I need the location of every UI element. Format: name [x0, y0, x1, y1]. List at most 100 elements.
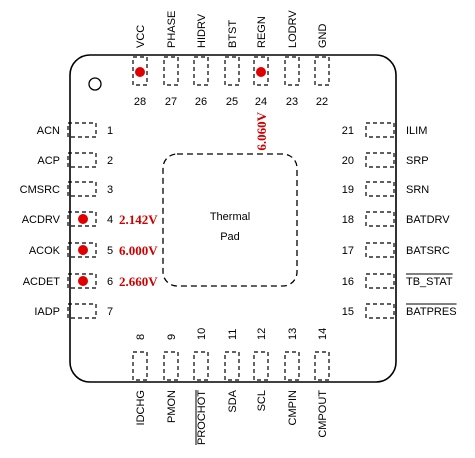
pin-28-number: 28: [134, 96, 146, 108]
thermal-pad-label-line1: Thermal: [210, 211, 250, 223]
pin-19-pad: [365, 181, 395, 197]
pin-24-pad: [253, 56, 269, 86]
pin-28-probe-dot: [135, 67, 145, 77]
pin-3-number: 3: [107, 184, 113, 196]
pin-5-number: 5: [107, 245, 113, 257]
pin-25-name-label: BTST: [227, 20, 239, 48]
pin-25-pad: [224, 56, 240, 86]
pin-21-pad: [365, 122, 395, 138]
pin-13-pad: [284, 351, 300, 381]
pin-1-number: 1: [107, 125, 113, 137]
pin-9-number: 9: [166, 334, 178, 340]
pin-13-name-label: CMPIN: [287, 390, 299, 426]
pin-2-pad: [67, 152, 97, 168]
pin-23-name-label: LODRV: [287, 10, 299, 48]
pin-17-name-label: BATSRC: [406, 245, 450, 257]
pin-3-pad: [67, 181, 97, 197]
pin-19-number: 19: [342, 184, 354, 196]
pin-18-number: 18: [342, 214, 354, 226]
pin-10-pad: [193, 351, 209, 381]
pin-19-name-label: SRN: [406, 184, 429, 196]
pin-9-name-label: PMON: [166, 390, 178, 423]
pin-27-number: 27: [165, 96, 177, 108]
pin-18-pad: [365, 211, 395, 227]
pin-1-name-label: ACN: [37, 125, 60, 137]
pin-17-number: 17: [342, 245, 354, 257]
pin-13-number: 13: [287, 328, 299, 340]
pin-2-number: 2: [107, 155, 113, 167]
pin-6-number: 6: [107, 276, 113, 288]
pin-26-number: 26: [195, 96, 207, 108]
pin-16-name-label: TB_STAT: [406, 276, 453, 288]
pin-8-pad: [132, 351, 148, 381]
pin-21-name-label: ILIM: [406, 125, 427, 137]
pin-28-name-label: VCC: [135, 25, 147, 48]
pin-16-pad: [365, 273, 395, 289]
pin-24-probe-dot: [256, 67, 266, 77]
pin-6-pad: [67, 273, 97, 289]
pin-2-name-label: ACP: [37, 155, 60, 167]
pin-25-number: 25: [226, 96, 238, 108]
pin-7-pad: [67, 303, 97, 319]
pin-21-number: 21: [342, 125, 354, 137]
pin-6-name-label: ACDET: [23, 276, 61, 288]
pin-9-pad: [163, 351, 179, 381]
pin-12-number: 12: [256, 328, 268, 340]
pin-20-number: 20: [342, 155, 354, 167]
pin-15-name-label: BATPRES: [406, 306, 457, 318]
pin-15-number: 15: [342, 306, 354, 318]
pin-14-name-label: CMPOUT: [317, 390, 329, 438]
pin-10-number: 10: [196, 328, 208, 340]
pin-11-pad: [224, 351, 240, 381]
pin-26-pad: [193, 56, 209, 86]
pin-4-number: 4: [107, 214, 113, 226]
pin-20-name-label: SRP: [406, 155, 429, 167]
pin-8-number: 8: [135, 334, 147, 340]
pin-14-number: 14: [317, 328, 329, 340]
pin-5-probe-dot: [78, 245, 88, 255]
pin-22-pad: [314, 56, 330, 86]
pin-24-name-label: REGN: [256, 16, 268, 48]
pin-23-pad: [284, 56, 300, 86]
pin-27-pad: [163, 56, 179, 86]
pin-5-pad: [67, 242, 97, 258]
pin-18-name-label: BATDRV: [406, 214, 450, 226]
pin-6-voltage-reading: 2.660V: [119, 274, 158, 289]
pin-3-name-label: CMSRC: [20, 184, 60, 196]
pin-23-number: 23: [286, 96, 298, 108]
pin-4-name-label: ACDRV: [22, 214, 61, 226]
pin-26-name-label: HIDRV: [196, 13, 208, 48]
pin-15-pad: [365, 303, 395, 319]
pin-22-name-label: GND: [317, 24, 329, 49]
pin-7-number: 7: [107, 306, 113, 318]
pin-14-pad: [314, 351, 330, 381]
pin-8-name-label: IDCHG: [135, 390, 147, 425]
pin-20-pad: [365, 152, 395, 168]
pin-6-probe-dot: [78, 276, 88, 286]
pin-5-name-label: ACOK: [29, 245, 61, 257]
pin-1-pad: [67, 122, 97, 138]
pin-12-pad: [253, 351, 269, 381]
pin-17-pad: [365, 242, 395, 258]
pin-24-number: 24: [255, 96, 267, 108]
pin-7-name-label: IADP: [34, 306, 60, 318]
pin-10-name-label: PROCHOT: [196, 390, 208, 445]
pin-22-number: 22: [316, 96, 328, 108]
thermal-pad-outline: [162, 153, 298, 287]
pin-11-number: 11: [227, 329, 239, 340]
pin-12-name-label: SCL: [256, 390, 268, 411]
pin1-orientation-marker: [88, 77, 102, 91]
thermal-pad-label-line2: Pad: [220, 231, 240, 243]
pin-28-pad: [132, 56, 148, 86]
chip-package-outline: [69, 54, 397, 383]
pin-5-voltage-reading: 6.000V: [119, 243, 158, 258]
pin-4-voltage-reading: 2.142V: [119, 212, 158, 227]
pin-4-probe-dot: [78, 214, 88, 224]
pin-16-number: 16: [342, 276, 354, 288]
pin-4-pad: [67, 211, 97, 227]
pin-27-name-label: PHASE: [166, 11, 178, 48]
pin-11-name-label: SDA: [227, 389, 239, 412]
pin-24-voltage-reading: 6.060V: [254, 111, 269, 150]
